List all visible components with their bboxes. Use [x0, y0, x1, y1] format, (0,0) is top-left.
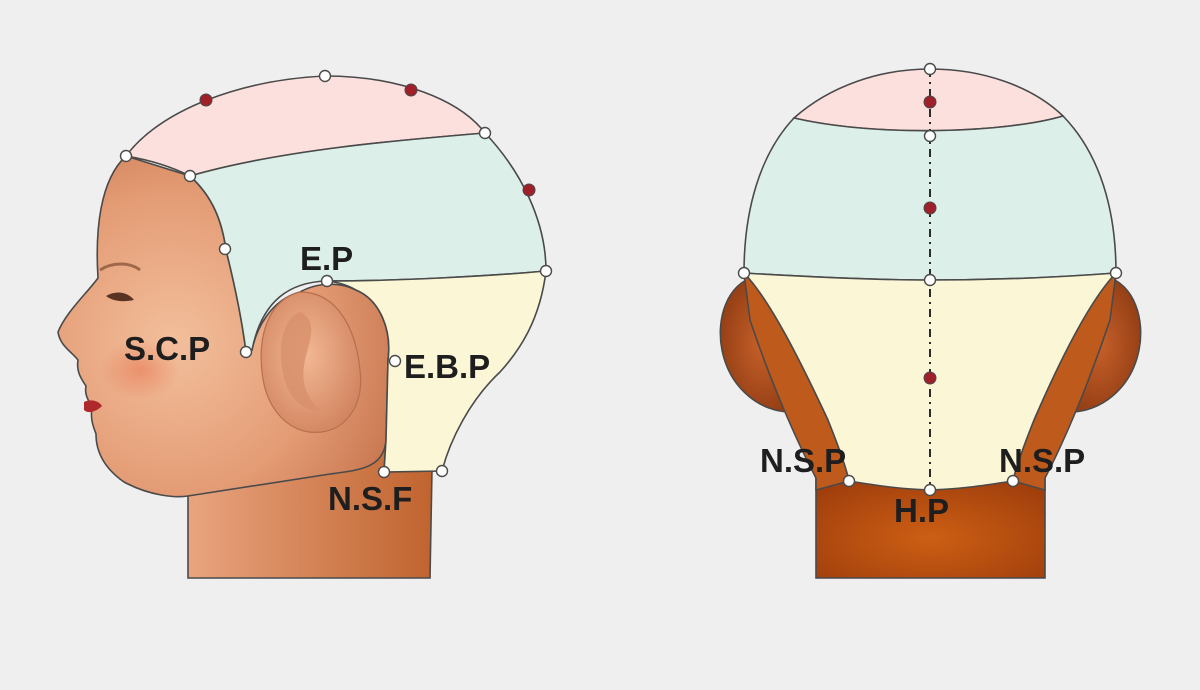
side-ear-inner: [280, 312, 320, 411]
side-point-nsf-right: [435, 464, 449, 478]
side-point-red-1: [199, 93, 213, 107]
label-nsf: N.S.F: [328, 480, 412, 517]
back-point-nsp-right: [1006, 474, 1020, 488]
label-scp: S.C.P: [124, 330, 210, 367]
side-lower-zone: [326, 270, 547, 473]
side-view-head: E.P S.C.P E.B.P N.S.F: [57, 69, 553, 579]
back-landmark-points: [737, 62, 1123, 497]
side-point-temple: [183, 169, 197, 183]
side-point-ebp: [388, 354, 402, 368]
side-point-crown: [478, 126, 492, 140]
back-point-mid: [923, 273, 937, 287]
side-point-nsf-left: [377, 465, 391, 479]
side-landmark-points: [119, 69, 553, 479]
side-point-red-2: [404, 83, 418, 97]
side-eyebrow: [99, 262, 141, 272]
back-view-head: N.S.P N.S.P H.P: [719, 62, 1142, 579]
side-point-red-3: [522, 183, 536, 197]
label-hp: H.P: [894, 492, 949, 529]
side-point-front-top: [119, 149, 133, 163]
back-point-nsp-left: [842, 474, 856, 488]
side-point-side: [218, 242, 232, 256]
back-point-red-3: [923, 371, 937, 385]
back-point-red-1: [923, 95, 937, 109]
back-point-right: [1109, 266, 1123, 280]
label-nsp-left: N.S.P: [760, 442, 846, 479]
label-nsp-right: N.S.P: [999, 442, 1085, 479]
back-point-red-2: [923, 201, 937, 215]
back-point-crown: [923, 129, 937, 143]
side-point-ep: [320, 274, 334, 288]
side-point-scp: [239, 345, 253, 359]
side-lips: [84, 400, 102, 413]
side-eye: [106, 292, 134, 302]
label-ebp: E.B.P: [404, 348, 490, 385]
back-point-top: [923, 62, 937, 76]
side-point-top: [318, 69, 332, 83]
side-cheek-blush: [100, 340, 180, 400]
label-ep: E.P: [300, 240, 353, 277]
back-point-left: [737, 266, 751, 280]
side-point-back: [539, 264, 553, 278]
back-point-hp: [923, 483, 937, 497]
